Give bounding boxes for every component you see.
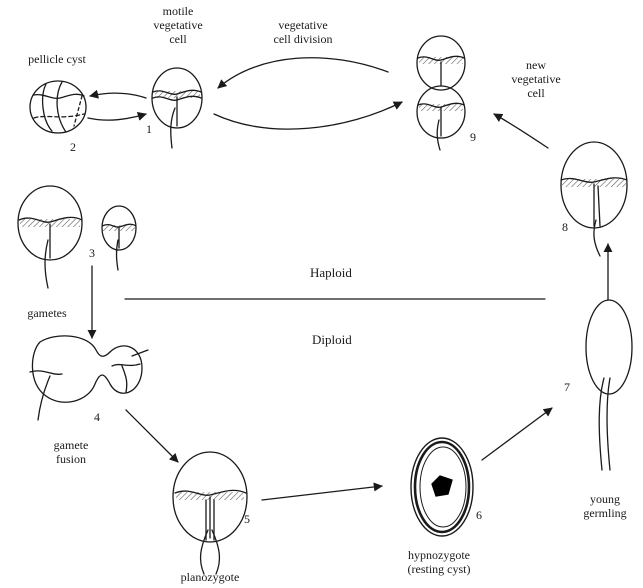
arrow-division-to-cell xyxy=(218,58,388,88)
stage-number-1: 1 xyxy=(146,122,152,136)
new-vegetative-cell xyxy=(561,142,627,256)
label-vegetative-cell-division: vegetative cell division xyxy=(248,18,358,46)
label-young-germling: young germling xyxy=(572,492,638,520)
label-diploid: Diploid xyxy=(312,332,352,347)
stage-number-9: 9 xyxy=(470,130,476,144)
dividing-cells xyxy=(417,36,465,150)
label-haploid: Haploid xyxy=(310,265,352,280)
arrow-new-cell-to-division xyxy=(494,114,548,148)
stage-number-5: 5 xyxy=(244,512,250,526)
stage-number-3: 3 xyxy=(89,246,95,260)
label-hypnozygote: hypnozygote (resting cyst) xyxy=(384,548,494,576)
label-planozygote: planozygote xyxy=(160,570,260,584)
arrow-cell-to-cyst xyxy=(90,93,146,98)
arrow-fusion-to-planozygote xyxy=(126,410,178,462)
arrow-cell-to-division xyxy=(214,102,402,129)
label-motile-vegetative-cell: motile vegetative cell xyxy=(148,4,208,46)
stage-number-2: 2 xyxy=(70,140,76,154)
pellicle-cyst xyxy=(30,81,86,133)
hypnozygote-cyst xyxy=(411,438,473,536)
gametes-cells xyxy=(18,186,136,288)
label-gametes: gametes xyxy=(12,306,82,320)
motile-vegetative-cell xyxy=(152,68,202,148)
label-new-vegetative-cell: new vegetative cell xyxy=(498,58,574,100)
young-germling-cell xyxy=(586,300,632,470)
arrow-hypnozygote-to-germling xyxy=(482,408,552,460)
label-gamete-fusion: gamete fusion xyxy=(36,438,106,466)
label-pellicle-cyst: pellicle cyst xyxy=(14,52,100,66)
planozygote-cell xyxy=(173,452,247,574)
stage-number-6: 6 xyxy=(476,508,482,522)
stage-number-8: 8 xyxy=(562,220,568,234)
arrow-cyst-to-cell xyxy=(88,114,146,120)
stage-number-4: 4 xyxy=(94,410,100,424)
arrow-planozygote-to-hypnozygote xyxy=(262,486,382,500)
stage-number-7: 7 xyxy=(564,380,570,394)
fusing-gametes xyxy=(30,336,148,420)
